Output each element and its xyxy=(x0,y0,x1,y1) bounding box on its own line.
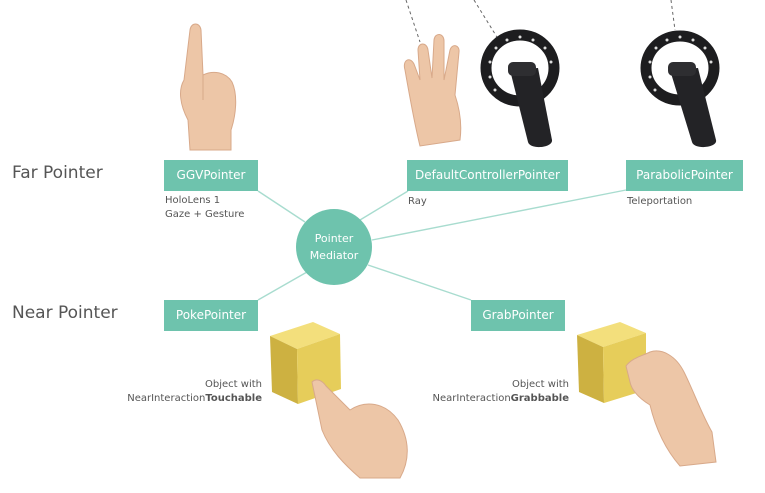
mediator-line1: Pointer xyxy=(314,232,354,245)
parabolic-pointer-box: ParabolicPointer xyxy=(626,160,743,191)
touchable-emphasis: Touchable xyxy=(205,393,262,404)
ggv-caption-line2: Gaze + Gesture xyxy=(165,209,245,220)
poke-pointer-box: PokePointer xyxy=(164,300,258,331)
grabbable-caption-line1: Object with xyxy=(512,379,569,390)
grabbable-prefix: NearInteraction xyxy=(432,393,511,404)
touchable-caption-line2: NearInteractionTouchable xyxy=(127,392,262,406)
connector-default-controller xyxy=(359,190,409,221)
grab-pointer-box: GrabPointer xyxy=(471,300,565,331)
default-controller-pointer-box: DefaultControllerPointer xyxy=(407,160,568,191)
ggv-caption: HoloLens 1 Gaze + Gesture xyxy=(165,194,244,222)
grabbable-object-caption: Object with NearInteractionGrabbable xyxy=(433,378,569,406)
pointer-mediator: Pointer Mediator xyxy=(296,209,372,285)
parabolic-caption: Teleportation xyxy=(627,196,693,207)
connector-ggv xyxy=(257,190,306,223)
connector-poke xyxy=(257,271,308,301)
near-pointer-label: Near Pointer xyxy=(12,303,118,323)
mediator-line2: Mediator xyxy=(309,249,359,262)
ggv-pointer-box: GGVPointer xyxy=(164,160,258,191)
grabbable-emphasis: Grabbable xyxy=(510,393,569,404)
connector-grab xyxy=(367,264,472,301)
connector-parabolic xyxy=(371,189,627,241)
touchable-object-caption: Object with NearInteractionTouchable xyxy=(127,378,262,406)
touchable-caption-line1: Object with xyxy=(205,379,262,390)
far-pointer-label: Far Pointer xyxy=(12,163,103,183)
grabbable-caption-line2: NearInteractionGrabbable xyxy=(433,392,569,406)
ggv-caption-line1: HoloLens 1 xyxy=(165,195,221,206)
default-controller-caption: Ray xyxy=(408,196,427,207)
touchable-prefix: NearInteraction xyxy=(127,393,206,404)
